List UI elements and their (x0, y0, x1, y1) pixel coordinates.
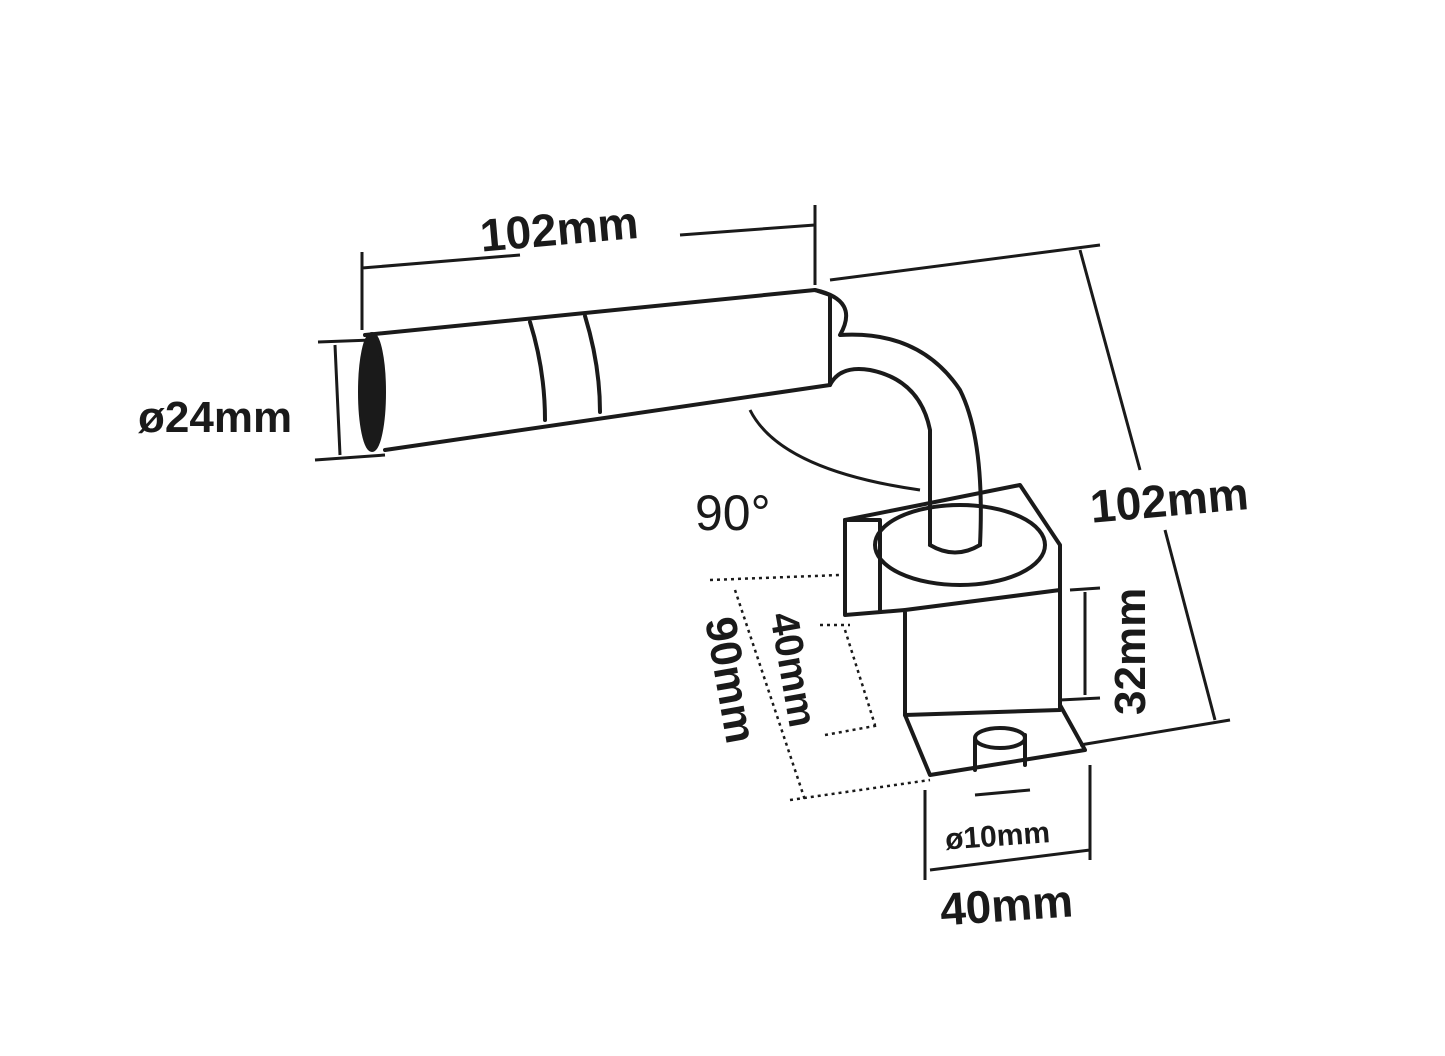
block-depth-label: 40mm (761, 609, 824, 731)
base-width-label: 40mm (938, 874, 1074, 935)
pipe-diameter-label: ø24mm (138, 393, 292, 442)
mounting-block (843, 483, 1087, 777)
total-height-label: 102mm (1088, 467, 1250, 533)
hole-diameter-label: ø10mm (944, 816, 1051, 856)
dimension-lines (314, 205, 1231, 880)
pipe-length-label: 102mm (478, 196, 640, 262)
angle-label: 90° (695, 485, 771, 541)
pipe-arm (358, 288, 983, 555)
block-height-label: 32mm (1106, 588, 1155, 715)
base-length-label: 90mm (695, 613, 765, 747)
